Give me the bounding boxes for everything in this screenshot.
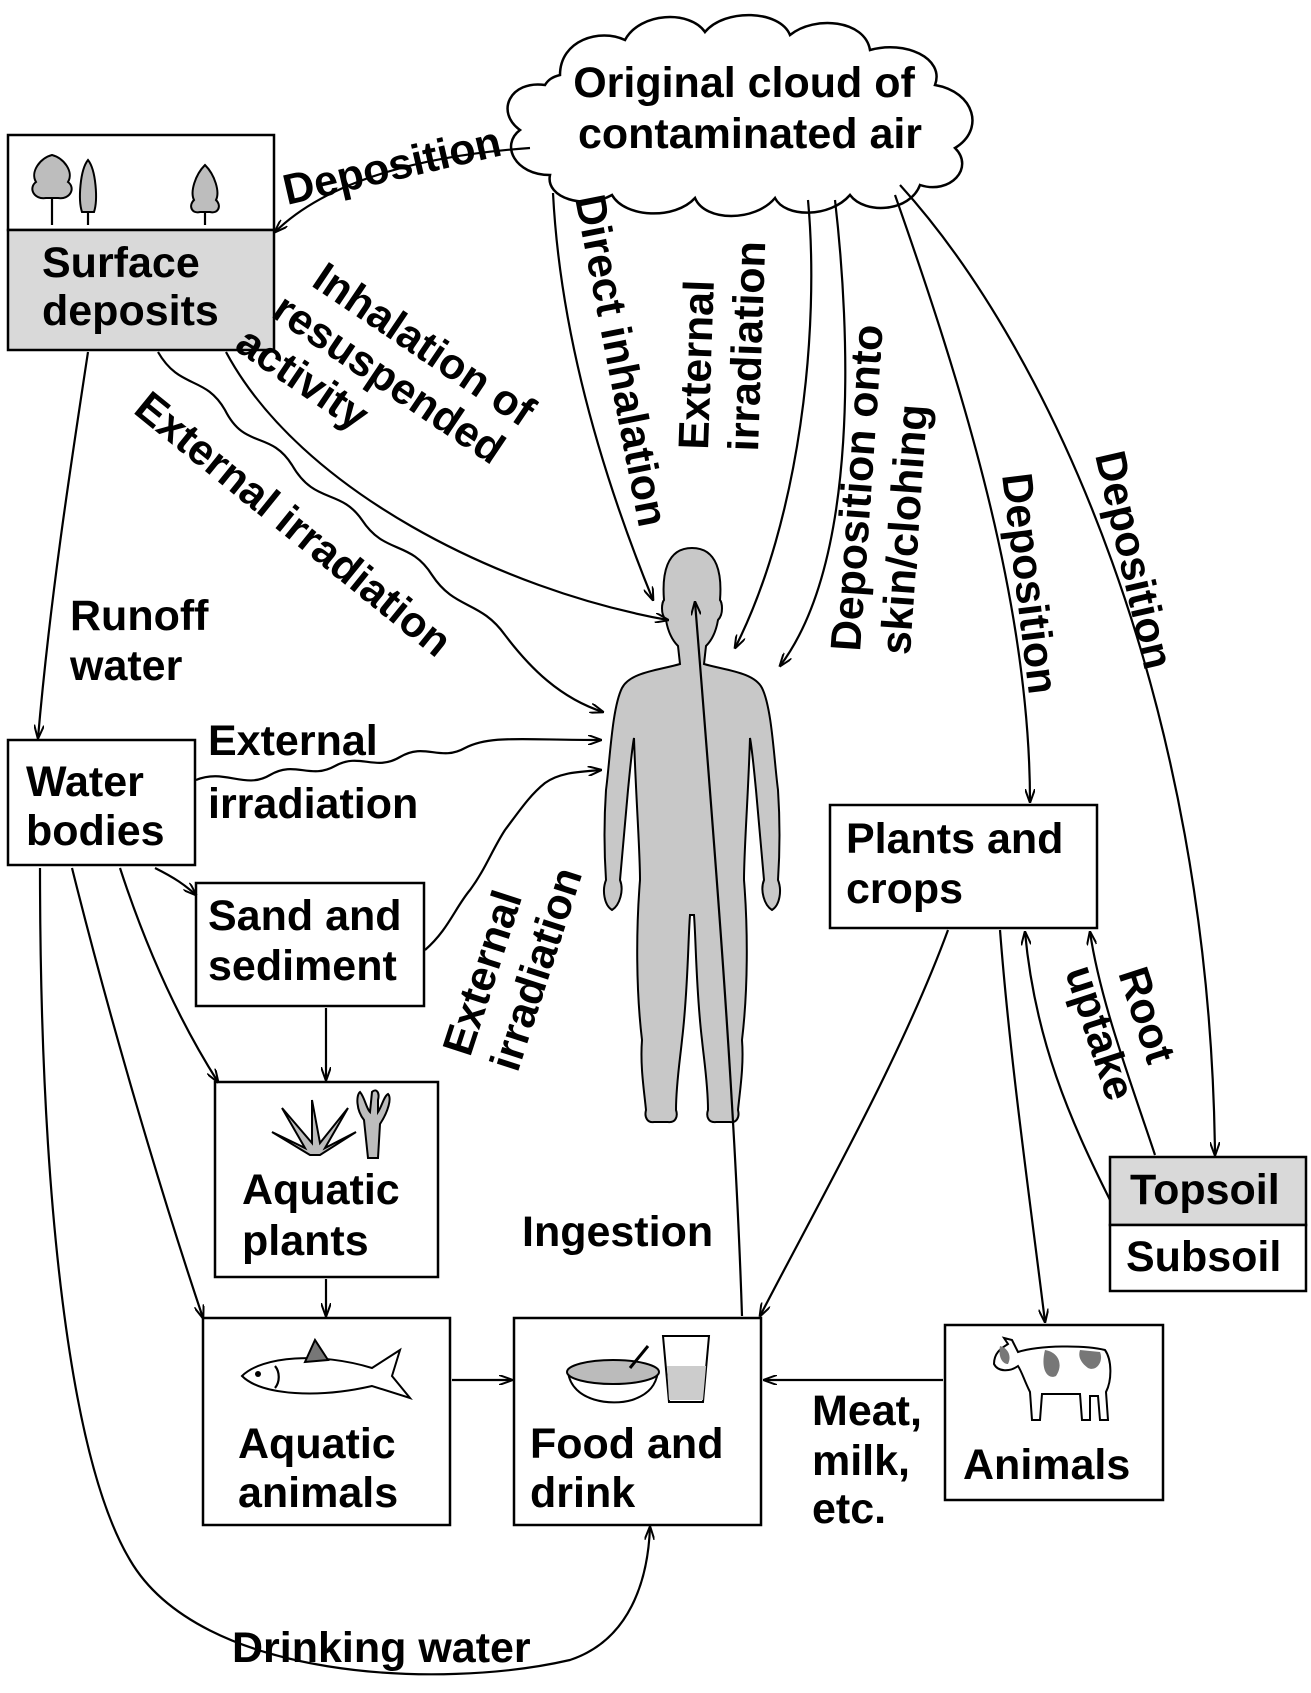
soil-node: Topsoil Subsoil [1110,1157,1306,1291]
label-meat-milk-1: Meat, [812,1387,922,1435]
cloud-node: Original cloud of contaminated air [508,15,973,216]
subsoil-label: Subsoil [1126,1233,1281,1281]
water-bodies-node: Water bodies [8,740,195,865]
aquatic-plants-line1: Aquatic [242,1166,400,1214]
label-runoff-water-2: water [69,642,183,690]
sand-sediment-line1: Sand and [208,892,402,940]
plants-crops-node: Plants and crops [830,805,1097,928]
arrow-water-to-sediment [155,868,196,895]
svg-text:Surface deposits: Surface deposits [42,239,219,335]
label-external-irradiation-sediment: External irradiation [434,846,592,1076]
plants-crops-line2: crops [846,865,963,913]
food-drink-node: Food and drink [514,1318,761,1525]
surface-deposits-line1: Surface [42,239,200,287]
aquatic-plants-node: Aquatic plants [215,1082,438,1277]
sand-sediment-line2: sediment [208,942,397,990]
glass-icon [663,1336,709,1402]
water-bodies-line2: bodies [26,807,165,855]
aquatic-animals-line1: Aquatic [238,1420,396,1468]
aquatic-animals-line2: animals [238,1469,398,1517]
svg-text:Water bodies: Water bodies [26,758,165,855]
label-external-irradiation-cloud-2: irradiation [720,240,775,452]
label-deposition-soil: Deposition [1085,446,1182,673]
label-meat-milk-2: milk, [812,1437,910,1485]
label-external-irradiation-water-2: irradiation [208,780,418,828]
animals-node: Animals [945,1325,1163,1500]
human-figure [604,548,780,1122]
animals-label: Animals [963,1441,1130,1489]
label-drinking-water: Drinking water [232,1624,531,1672]
label-meat-milk: Meat, milk, etc. [812,1387,934,1533]
label-meat-milk-3: etc. [812,1485,886,1533]
label-ingestion: Ingestion [522,1208,713,1256]
topsoil-label: Topsoil [1130,1166,1280,1214]
arrow-plants-to-food [760,930,948,1316]
label-runoff-water-1: Runoff [70,592,209,640]
label-external-irradiation-cloud: External irradiation [670,239,775,453]
food-drink-line2: drink [530,1469,635,1517]
surface-deposits-line2: deposits [42,287,219,335]
aquatic-plants-line2: plants [242,1217,369,1265]
arrow-water-to-aquatic-animals [72,868,203,1318]
surface-deposits-node: Surface deposits [8,135,274,350]
svg-text:Aquatic animals: Aquatic animals [238,1420,408,1517]
label-deposition-skin: Deposition onto skin/clohing [822,311,943,656]
cloud-label-line1: Original cloud of [573,59,915,107]
label-deposition-surface: Deposition [278,118,505,215]
label-root-uptake: Root uptake [1055,944,1191,1106]
label-external-irradiation-water-1: External [208,717,378,765]
label-external-irradiation-cloud-1: External [670,279,724,450]
cloud-label-line2: contaminated air [578,110,922,158]
sand-sediment-node: Sand and sediment [196,883,424,1006]
food-drink-line1: Food and [530,1420,723,1468]
water-bodies-line1: Water [26,758,144,806]
aquatic-animals-node: Aquatic animals [203,1318,450,1525]
svg-text:Animals: Animals [963,1441,1130,1489]
label-external-irradiation-water: External irradiation [208,717,418,828]
label-deposition-plants: Deposition [992,470,1067,696]
label-direct-inhalation: Direct inhalation [565,191,676,531]
plants-crops-line1: Plants and [846,815,1063,863]
arrow-plants-to-animals [1000,930,1045,1322]
label-runoff-water: Runoff water [69,592,220,690]
